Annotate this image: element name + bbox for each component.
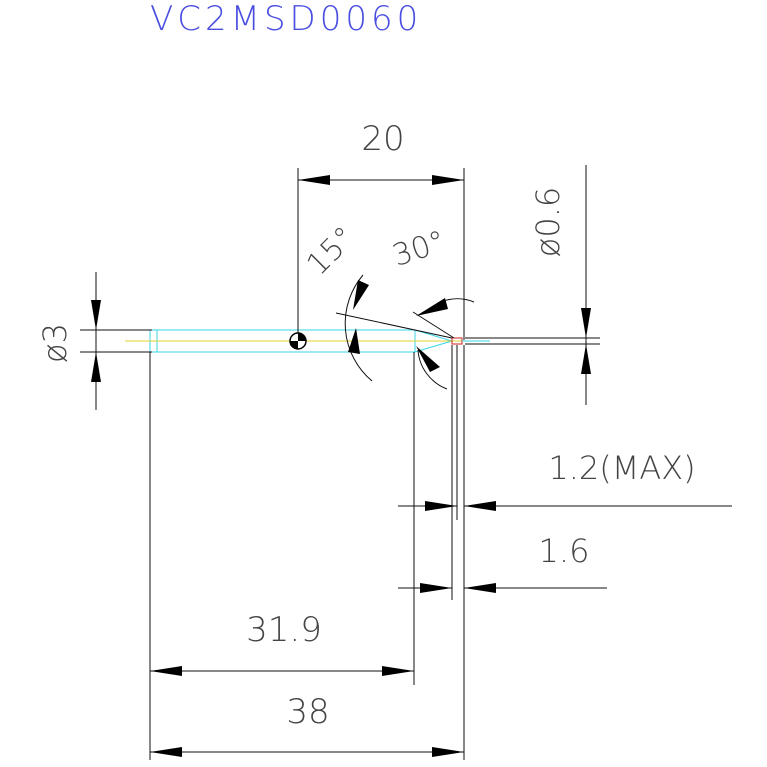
dim-tip-offset-label: 20 (361, 119, 404, 159)
angle-30: 30° (388, 224, 475, 390)
dim-overall-length: 38 (150, 692, 464, 757)
dim-tip-diameter: ø0.6 (465, 165, 600, 405)
dim-overall-length-label: 38 (286, 692, 329, 732)
dim-tip-diameter-label: ø0.6 (529, 187, 567, 257)
dim-max-flute: 1.2(MAX) (398, 449, 732, 511)
drawing-title: VC2MSD0060 (150, 0, 422, 39)
angle-30-label: 30° (388, 224, 449, 274)
centroid-mark-icon (289, 332, 307, 350)
dim-shank-diameter: ø3 (36, 272, 152, 410)
dim-flute-length: 1.6 (398, 532, 607, 593)
extension-lines (149, 345, 465, 760)
dim-tip-offset: 20 (297, 119, 465, 340)
tool-body (125, 329, 490, 353)
dim-flute-length-label: 1.6 (539, 532, 590, 570)
dim-shank-diameter-label: ø3 (36, 323, 74, 363)
dim-max-flute-label: 1.2(MAX) (548, 449, 695, 487)
tool-outline (149, 329, 454, 353)
dim-body-length-label: 31.9 (246, 610, 322, 650)
dim-body-length: 31.9 (150, 610, 414, 676)
angle-15-label: 15° (300, 220, 362, 282)
